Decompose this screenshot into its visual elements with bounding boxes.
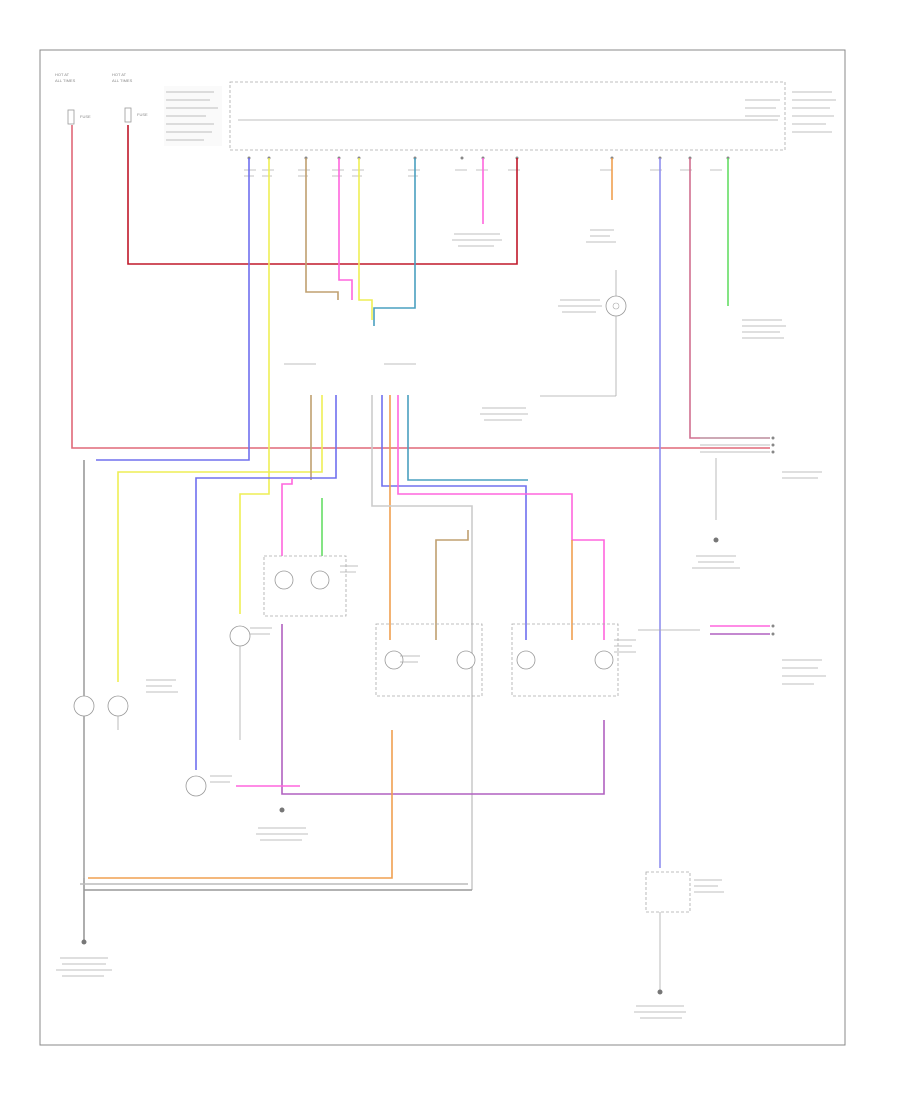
svg-text:FUSE: FUSE <box>137 112 148 117</box>
wire-orange-mid <box>389 395 573 640</box>
svg-text:FUSE: FUSE <box>80 114 91 119</box>
lamp-left-single <box>185 625 251 797</box>
svg-text:ALL TIMES: ALL TIMES <box>112 78 133 83</box>
wire-pink-lower <box>281 478 293 556</box>
svg-text:HOT AT: HOT AT <box>112 72 127 77</box>
module-connector-pins <box>247 156 730 160</box>
wire-grey-bottom <box>83 460 472 940</box>
lamp-top-right <box>540 270 627 397</box>
fuse-block-right: HOT AT ALL TIMES FUSE <box>112 72 148 123</box>
wire-tan <box>305 158 339 300</box>
module-description-left <box>164 86 222 146</box>
wire-teal <box>373 158 416 326</box>
wire-violet-bottom <box>281 624 605 795</box>
wire-grey-mid <box>371 395 473 890</box>
lamp-center-right <box>511 623 619 697</box>
wire-yellow-lower <box>117 395 323 682</box>
control-module-box <box>229 81 786 151</box>
wire-pink-mid <box>397 395 605 640</box>
component-captions <box>146 229 786 893</box>
wire-blue-lower <box>195 395 337 770</box>
wire-pink-left <box>338 158 353 300</box>
diagram-border <box>39 49 846 1046</box>
wire-tan-mid <box>435 530 469 640</box>
wire-red-left <box>71 125 770 449</box>
lamp-left-pair <box>73 660 129 878</box>
splice-right <box>700 436 822 520</box>
wire-yellow-mid <box>358 158 373 320</box>
ground-symbol <box>81 537 719 995</box>
wire-blue-mid <box>381 395 527 640</box>
switch-bottom-right <box>645 871 691 990</box>
wire-dark-red-feed <box>127 125 518 265</box>
lamp-module-box <box>263 555 347 617</box>
fuse-block-left: HOT AT ALL TIMES FUSE <box>55 72 91 125</box>
module-description-right <box>745 91 836 133</box>
svg-text:HOT AT: HOT AT <box>55 72 70 77</box>
connector-right <box>638 624 826 685</box>
lamp-center-left <box>375 623 483 697</box>
svg-text:ALL TIMES: ALL TIMES <box>55 78 76 83</box>
ground-captions <box>56 555 740 1019</box>
wire-orange-bottom <box>88 730 393 879</box>
wire-darkpink-right <box>689 158 770 439</box>
wire-blue-left <box>96 158 250 461</box>
wire-teal-mid <box>407 395 528 481</box>
wire-yellow-left <box>239 158 270 614</box>
